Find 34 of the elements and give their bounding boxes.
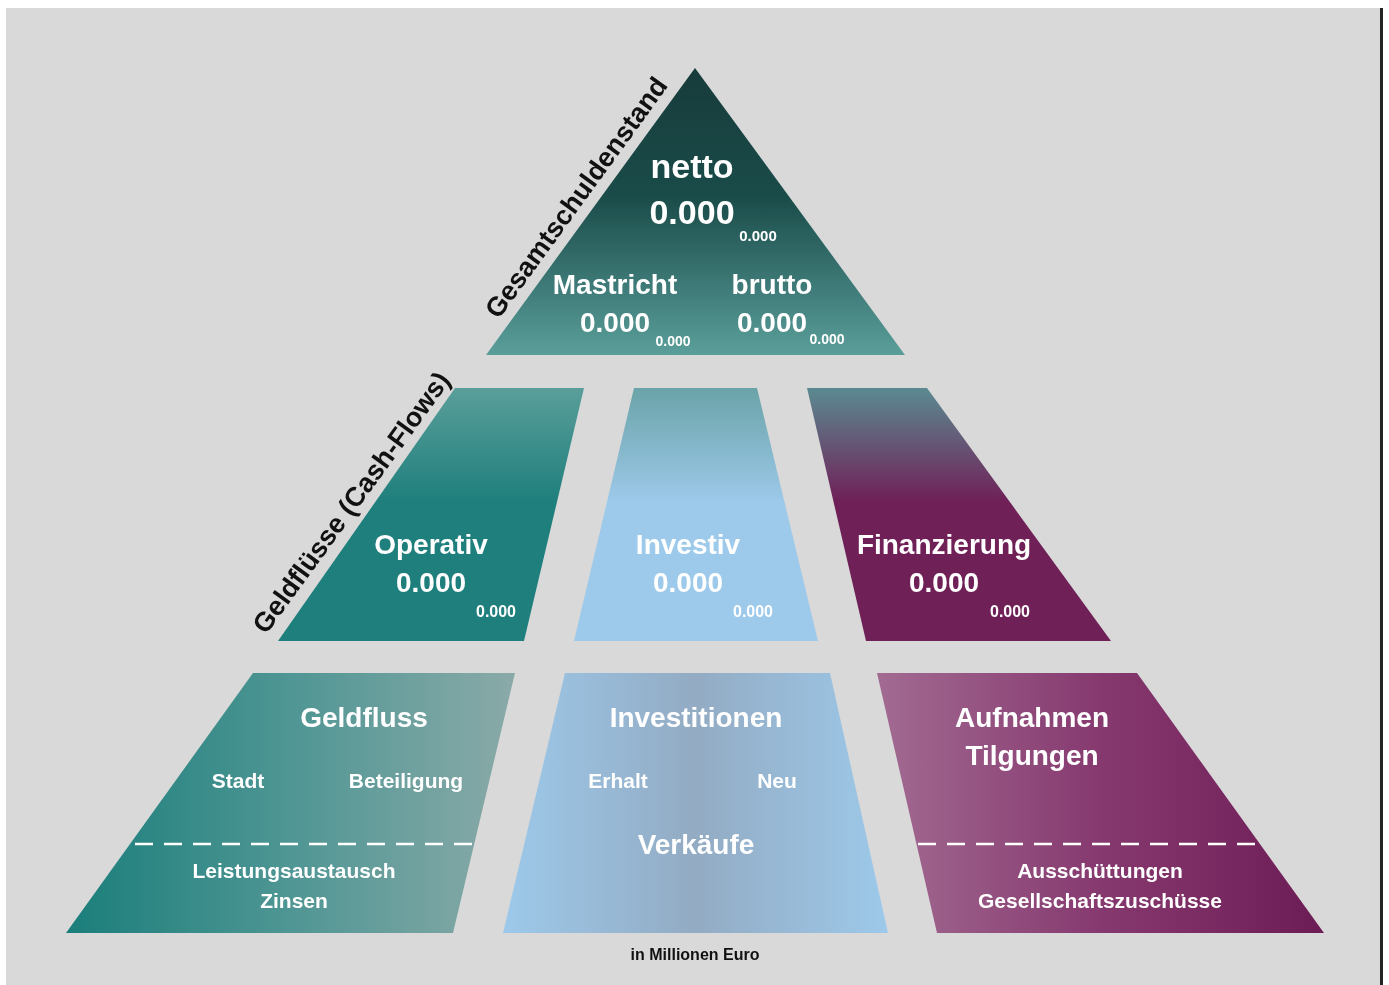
sub-value: 0.000 <box>990 603 1030 621</box>
category-name: Finanzierung <box>856 529 1032 561</box>
value: 0.000 <box>736 307 808 339</box>
category-name: Aufnahmen <box>955 702 1109 734</box>
sub-value: 0.000 <box>655 334 691 350</box>
unit-note: in Millionen Euro <box>630 946 760 964</box>
category-name: Operativ <box>374 529 488 561</box>
category-name: Investitionen <box>609 702 783 734</box>
value: 0.000 <box>395 567 467 599</box>
category-name: brutto <box>731 269 813 301</box>
value: 0.000 <box>652 567 724 599</box>
category-name: Tilgungen <box>965 740 1099 772</box>
item-label: Neu <box>757 769 797 793</box>
triangle-panel <box>486 68 905 355</box>
trapezoid-panel <box>66 673 515 933</box>
trapezoid-panel <box>503 673 888 933</box>
sub-value: 0.000 <box>733 603 773 621</box>
item-label: Gesellschaftszuschüsse <box>978 889 1222 913</box>
trapezoid-panel <box>807 388 1111 641</box>
item-label: Leistungsaustausch <box>192 859 396 883</box>
category-name: Geldfluss <box>300 702 428 734</box>
item-label: Zinsen <box>260 889 328 913</box>
sub-value: 0.000 <box>476 603 516 621</box>
item-label: Verkäufe <box>637 829 755 861</box>
sub-value: 0.000 <box>809 332 845 348</box>
category-name: Investiv <box>635 529 741 561</box>
sub-value: 0.000 <box>739 227 777 245</box>
trapezoid-panel <box>877 673 1324 933</box>
value: 0.000 <box>908 567 980 599</box>
item-label: Ausschüttungen <box>1017 859 1183 883</box>
item-label: Beteiligung <box>348 769 464 793</box>
item-label: Stadt <box>211 769 265 793</box>
trapezoid-panel <box>574 388 818 641</box>
item-label: Erhalt <box>588 769 648 793</box>
